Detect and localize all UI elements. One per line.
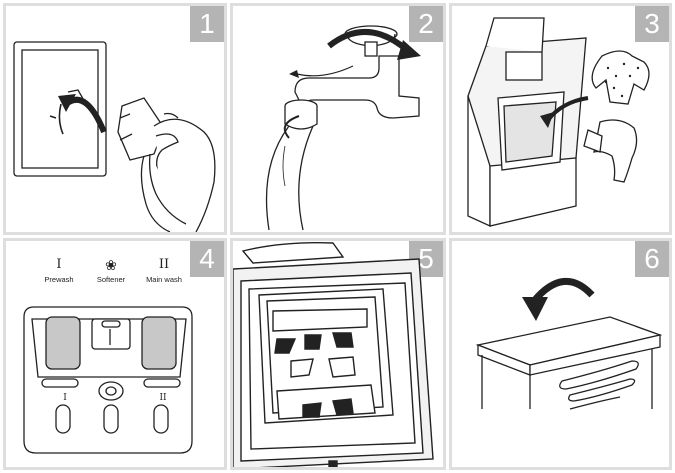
open-water-tap-icon bbox=[265, 25, 421, 231]
drum-open-icon bbox=[233, 241, 434, 467]
step-number-badge: 2 bbox=[409, 6, 443, 42]
bottom-mark-mainwash: II bbox=[159, 393, 167, 403]
plug-into-socket-icon bbox=[13, 41, 216, 232]
step-1-panel: 1 bbox=[3, 3, 227, 235]
bottom-mark-prewash: I bbox=[63, 393, 67, 403]
prewash-compartment bbox=[45, 316, 81, 370]
prewash-numeral: I bbox=[56, 257, 62, 272]
load-laundry-icon bbox=[467, 17, 650, 228]
prewash-label: Prewash bbox=[44, 275, 74, 284]
step-5-panel: 5 bbox=[230, 238, 446, 470]
mainwash-label: Main wash bbox=[146, 275, 182, 284]
step-number-badge: 4 bbox=[190, 241, 224, 277]
step-number-badge: 6 bbox=[635, 241, 669, 277]
softener-flower-icon: ❀ bbox=[105, 257, 117, 273]
mainwash-numeral: II bbox=[158, 257, 170, 272]
mainwash-compartment bbox=[141, 316, 177, 370]
detergent-drawer-icon bbox=[23, 306, 193, 454]
step-2-panel: 2 bbox=[230, 3, 446, 235]
step-3-panel: 3 bbox=[449, 3, 672, 235]
step-number-badge: 3 bbox=[635, 6, 669, 42]
close-lid-icon bbox=[475, 277, 663, 410]
softener-label: Softener bbox=[96, 275, 126, 284]
step-number-badge: 1 bbox=[190, 6, 224, 42]
step-4-panel: 4 I ❀ II Prewash Softener Main wash I II bbox=[3, 238, 227, 470]
step-6-panel: 6 bbox=[449, 238, 672, 470]
